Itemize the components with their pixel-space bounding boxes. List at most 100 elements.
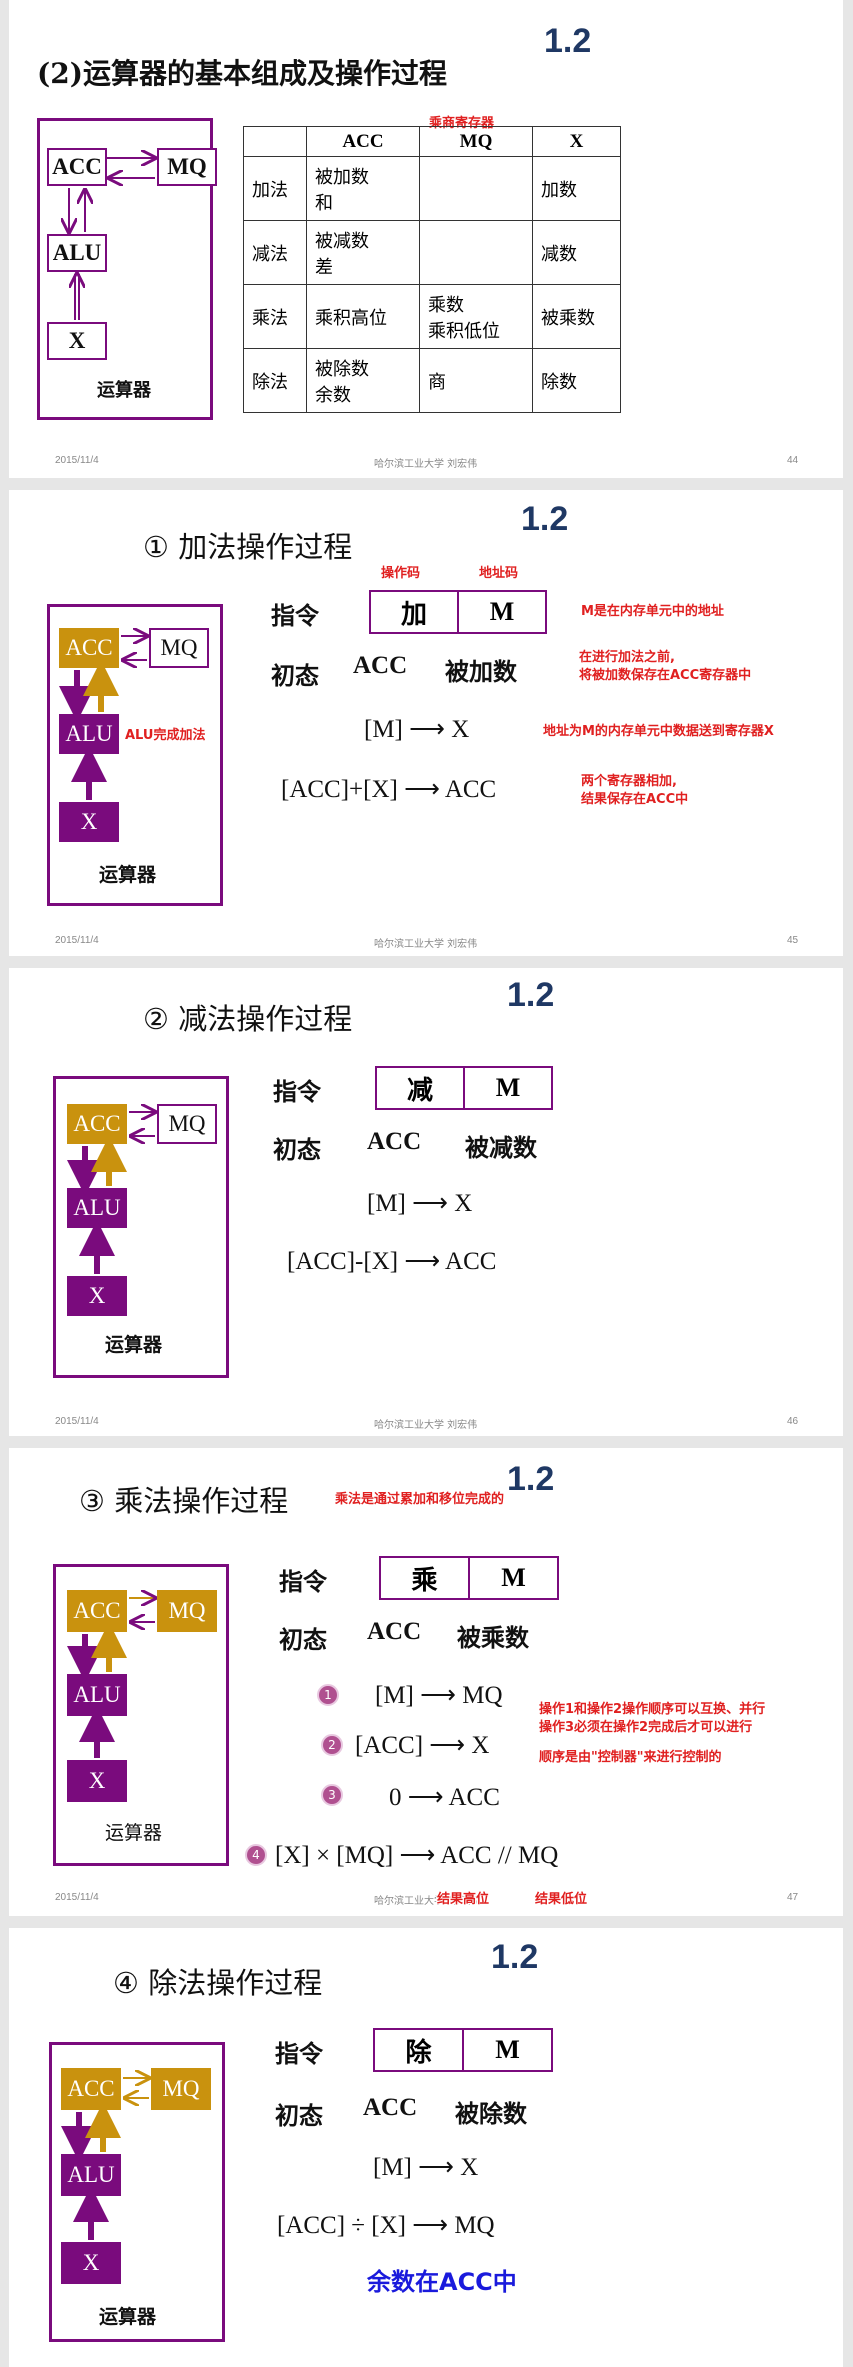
table-cell: 商 [419,348,533,413]
table-cell [419,220,533,285]
mq-register: MQ [151,2068,211,2110]
step-2: [ACC] ÷ [X] ⟶ MQ [277,2212,495,2239]
alu-unit-frame [47,604,223,906]
initial-state-label: 初态 [275,2102,323,2130]
table-cell: 加数 [532,156,621,221]
footer-center: 哈尔滨工业大学 刘宏伟 [374,1896,478,1907]
remainder-note: 余数在ACC中 [367,2268,517,2296]
slide-3: ② 减法操作过程 1.2 ACC MQ ALU X 运算器 指令 减 M 初态 … [9,968,843,1436]
step-4: [X] × [MQ] ⟶ ACC // MQ [275,1842,559,1869]
page-number: 44 [787,455,799,466]
data-path-arrows [9,0,843,320]
opcode-field: 减 [406,1075,433,1106]
step-2: [ACC] ⟶ X [355,1732,490,1759]
slide-5: ④ 除法操作过程 1.2 ACC MQ ALU X 运算器 指令 除 M 初态 … [9,1928,843,2367]
step1-annotation: 地址为M的内存单元中数据送到寄存器X [543,724,774,739]
table-cell: 乘数 乘积低位 [419,284,533,349]
table-header-cell [243,126,307,157]
alu-annotation: ALU完成加法 [125,728,206,743]
unit-caption: 运算器 [105,1334,163,1356]
table-row: 加法 被加数 和 加数 [243,156,621,221]
instruction-format: 除 M [373,2028,553,2072]
low-bits-annotation: 结果低位 [535,1892,588,1907]
opcode-field: 加 [400,599,427,630]
step-2: [ACC]+[X] ⟶ ACC [281,776,497,803]
step-bullet: 1 [317,1684,339,1706]
address-field: M [468,1558,557,1598]
step-1: [M] ⟶ X [373,2154,479,2181]
step-bullet: 4 [245,1844,267,1866]
slide-1: (2)运算器的基本组成及操作过程 1.2 ACC MQ ALU X 运算器 乘商… [9,0,843,478]
opcode-annotation: 操作码 [381,566,421,581]
step-3: 0 ⟶ ACC [389,1784,500,1811]
unit-caption: 运算器 [99,864,157,886]
footer-date: 2015/11/4 [55,1416,99,1427]
page-number: 47 [787,1892,799,1903]
initial-state-label: 初态 [273,1136,321,1164]
table-cell: 加法 [243,156,307,221]
slide-title: ④ 除法操作过程 [113,1966,323,2000]
step-bullet: 2 [321,1734,343,1756]
unit-caption: 运算器 [105,1822,163,1844]
slide-title: ③ 乘法操作过程 [79,1484,289,1518]
x-register: X [67,1760,127,1802]
footer-center: 哈尔滨工业大学 刘宏伟 [374,1420,478,1431]
initial-register: ACC [363,2094,418,2121]
slide-2: ① 加法操作过程 1.2 操作码 地址码 ACC MQ ALU X 运算器 AL… [9,490,843,956]
version-number: 1.2 [491,1938,539,1976]
initial-value: 被加数 [445,658,517,686]
version-number: 1.2 [507,976,555,1014]
x-register: X [59,802,119,842]
instruction-label: 指令 [271,602,319,630]
x-register: X [67,1276,127,1316]
alu-unit-frame [49,2042,225,2342]
mq-register: MQ [149,628,209,668]
unit-caption: 运算器 [99,2306,157,2328]
table-cell: 除数 [532,348,621,413]
data-path-arrows [67,968,843,1274]
table-header-cell: X [532,126,621,157]
initial-state-label: 初态 [279,1626,327,1654]
initial-value: 被除数 [455,2100,527,2128]
instruction-format: 减 M [375,1066,553,1110]
version-number: 1.2 [544,22,592,60]
alu-unit-frame [53,1564,229,1866]
instruction-label: 指令 [275,2040,323,2068]
acc-register: ACC [61,2068,121,2110]
page-number: 45 [787,935,799,946]
footer-date: 2015/11/4 [55,935,99,946]
table-header-cell: MQ [419,126,533,157]
acc-register: ACC [47,148,107,186]
initial-value: 被减数 [465,1134,537,1162]
address-field: M [462,2030,551,2070]
table-cell: 被减数 差 [306,220,420,285]
table-cell: 乘法 [243,284,307,349]
opcode-field: 除 [405,2037,432,2068]
initial-register: ACC [353,652,408,679]
initial-state-label: 初态 [271,662,319,690]
alu-unit-frame [53,1076,229,1378]
high-bits-annotation: 结果高位 [437,1892,490,1907]
table-cell: 减数 [532,220,621,285]
step-bullet: 3 [321,1784,343,1806]
m-annotation: M是在内存单元中的地址 [581,604,724,619]
data-path-arrows [67,1448,843,1758]
page-number: 46 [787,1416,799,1427]
initial-register: ACC [367,1128,422,1155]
register-usage-table: ACC MQ X 加法 被加数 和 加数 减法 被减数 差 减数 乘法 乘积高位… [243,126,621,413]
table-cell [419,156,533,221]
step-1: [M] ⟶ X [364,716,470,743]
order-annotation-a: 操作1和操作2操作顺序可以互换、并行 [539,1702,766,1717]
instruction-label: 指令 [279,1568,327,1596]
table-row: 除法 被除数 余数 商 除数 [243,348,621,413]
mq-register: MQ [157,1590,217,1632]
instruction-format: 乘 M [379,1556,559,1600]
initial-value: 被乘数 [457,1624,529,1652]
step2-annotation-2: 结果保存在ACC中 [581,792,689,807]
mq-register: MQ [157,1104,217,1144]
init-annotation-1: 在进行加法之前, [579,650,675,665]
address-annotation: 地址码 [479,566,519,581]
order-annotation-b: 操作3必须在操作2完成后才可以进行 [539,1720,753,1735]
x-register: X [61,2242,121,2284]
table-cell: 乘积高位 [306,284,420,349]
